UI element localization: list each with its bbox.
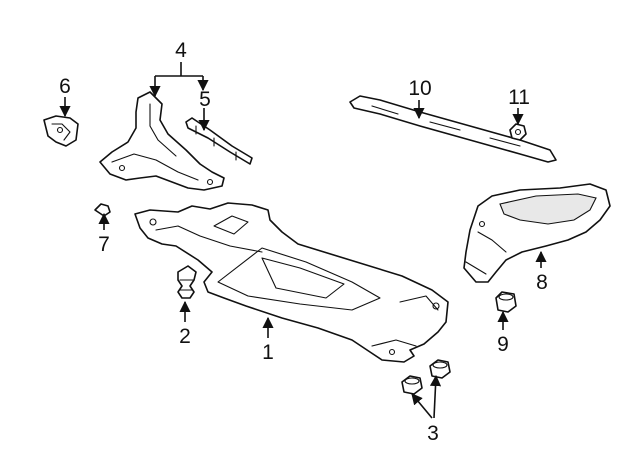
callout-2: 2 [179, 325, 191, 348]
callout-11: 11 [508, 86, 530, 109]
part-2-fastener [177, 265, 197, 299]
part-4-deflector [99, 91, 225, 191]
part-7-clip [94, 203, 111, 217]
callout-10: 10 [408, 77, 431, 100]
part-11-clip [509, 123, 527, 141]
part-8-shield [463, 183, 611, 283]
part-5-bracket [185, 117, 253, 165]
callout-9: 9 [497, 333, 509, 356]
part-9-bushing [495, 291, 517, 313]
part-3-grommets [401, 359, 451, 395]
part-10-bar [349, 95, 557, 163]
part-1-lower-shield [134, 202, 449, 363]
callout-4: 4 [175, 39, 187, 62]
callout-6: 6 [59, 75, 71, 98]
part-6-bracket [43, 115, 79, 147]
callout-1: 1 [262, 341, 274, 364]
callout-7: 7 [98, 233, 110, 256]
callout-8: 8 [536, 271, 548, 294]
callout-3: 3 [427, 422, 439, 445]
callout-5: 5 [199, 88, 211, 111]
leader-lines [59, 62, 547, 419]
callout-labels: 4 5 6 7 2 1 3 10 11 8 9 [59, 39, 548, 445]
